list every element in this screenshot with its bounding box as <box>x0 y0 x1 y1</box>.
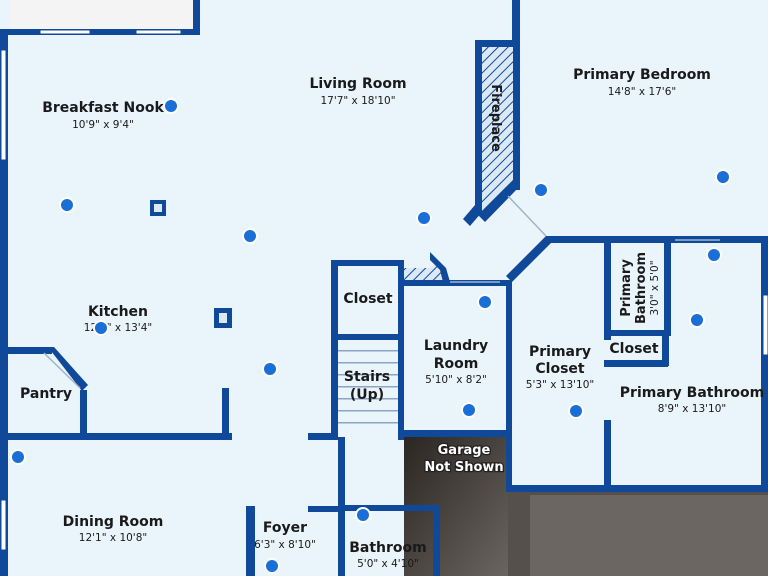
svg-text:Primary Bedroom: Primary Bedroom <box>573 67 711 83</box>
svg-text:12'1" x 10'8": 12'1" x 10'8" <box>79 532 147 544</box>
hotspot-laundry-room[interactable] <box>461 402 477 418</box>
bathroom-label: Bathroom 5'0" x 4'10" <box>349 540 427 570</box>
fireplace-label: Fireplace <box>488 84 503 152</box>
foyer-label: Foyer 6'3" x 8'10" <box>254 520 316 551</box>
hotspot-nook-west[interactable] <box>59 197 75 213</box>
hotspot-kitchen[interactable] <box>93 320 109 336</box>
outside-area-light <box>530 495 768 576</box>
svg-text:5'3" x 13'10": 5'3" x 13'10" <box>526 379 594 391</box>
hotspot-breakfast-nook[interactable] <box>163 98 179 114</box>
svg-text:Living Room: Living Room <box>309 76 406 92</box>
laundry-room-label: Laundry Room 5'10" x 8'2" <box>424 338 488 386</box>
svg-text:Foyer: Foyer <box>263 520 307 536</box>
hotspot-kitchen-center[interactable] <box>242 228 258 244</box>
svg-text:Primary: Primary <box>619 259 634 317</box>
svg-text:Stairs: Stairs <box>344 369 390 385</box>
door-swings <box>43 195 720 389</box>
svg-text:17'7" x 18'10": 17'7" x 18'10" <box>320 95 395 107</box>
svg-text:8'9" x 13'10": 8'9" x 13'10" <box>658 403 726 415</box>
hotspot-dining-room[interactable] <box>10 449 26 465</box>
svg-text:Primary Bathroom: Primary Bathroom <box>620 385 764 401</box>
hotspot-laundry-entry[interactable] <box>477 294 493 310</box>
svg-text:Bathroom: Bathroom <box>634 252 649 324</box>
hotspot-bathroom[interactable] <box>355 507 371 523</box>
svg-text:3'0" x 5'0": 3'0" x 5'0" <box>649 260 661 315</box>
patio-tiles <box>10 0 195 30</box>
svg-text:Laundry: Laundry <box>424 338 488 354</box>
dining-room-label: Dining Room 12'1" x 10'8" <box>63 514 164 544</box>
hotspot-kitchen-east[interactable] <box>262 361 278 377</box>
svg-text:Room: Room <box>434 356 479 372</box>
svg-text:Bathroom: Bathroom <box>349 540 427 556</box>
fireplace <box>470 45 513 220</box>
primary-bathroom-label: Primary Bathroom 8'9" x 13'10" <box>620 385 764 415</box>
living-room-label: Living Room 17'7" x 18'10" <box>309 76 406 107</box>
pantry-label: Pantry <box>20 386 72 402</box>
svg-text:Primary: Primary <box>529 344 591 360</box>
landing-hatch <box>404 262 446 282</box>
garage-label: Garage Not Shown <box>423 442 505 477</box>
svg-text:5'0" x 4'10": 5'0" x 4'10" <box>357 558 419 570</box>
primary-bedroom-label: Primary Bedroom 14'8" x 17'6" <box>573 67 711 98</box>
svg-text:Dining Room: Dining Room <box>63 514 164 530</box>
primary-half-bath-label: Primary Bathroom 3'0" x 5'0" <box>619 252 661 324</box>
closet-label: Closet <box>343 291 393 307</box>
stairs-label: Stairs (Up) <box>344 369 390 403</box>
hotspot-primary-bathroom[interactable] <box>689 312 705 328</box>
svg-text:Closet: Closet <box>535 361 585 377</box>
hotspot-primary-closet[interactable] <box>568 403 584 419</box>
svg-text:(Up): (Up) <box>350 387 384 403</box>
hotspot-foyer[interactable] <box>264 558 280 574</box>
primary-closet-label: Primary Closet 5'3" x 13'10" <box>526 344 594 391</box>
primary-bath-closet-label: Closet <box>609 341 659 357</box>
svg-text:Garage: Garage <box>438 443 491 458</box>
windows <box>0 29 768 551</box>
hotspot-living-room[interactable] <box>416 210 432 226</box>
svg-text:6'3" x 8'10": 6'3" x 8'10" <box>254 539 316 551</box>
svg-text:Breakfast Nook: Breakfast Nook <box>42 100 164 116</box>
hotspot-bath-entry[interactable] <box>706 247 722 263</box>
hotspots <box>10 98 731 574</box>
hotspot-bedroom-door[interactable] <box>533 182 549 198</box>
svg-text:10'9" x 9'4": 10'9" x 9'4" <box>72 119 134 131</box>
svg-text:Kitchen: Kitchen <box>88 304 148 320</box>
svg-text:Not Shown: Not Shown <box>424 460 503 475</box>
hotspot-primary-bedroom[interactable] <box>715 169 731 185</box>
svg-text:14'8" x 17'6": 14'8" x 17'6" <box>608 86 676 98</box>
breakfast-nook-label: Breakfast Nook 10'9" x 9'4" <box>42 100 164 131</box>
svg-text:5'10" x 8'2": 5'10" x 8'2" <box>425 374 487 386</box>
